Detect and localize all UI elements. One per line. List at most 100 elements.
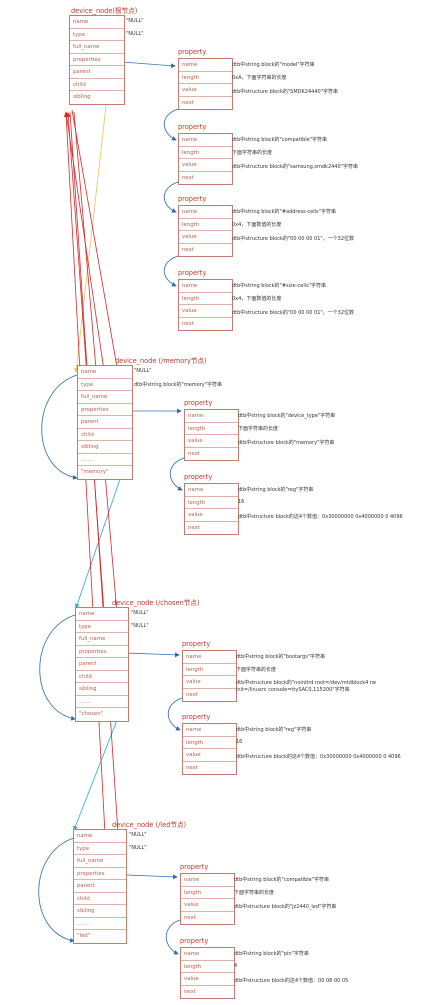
root-field: type — [70, 29, 124, 41]
child-arrow — [74, 96, 108, 373]
property-value-text: dtb中structure block的这4个数值：00 08 00 05 — [234, 977, 349, 984]
property-value-text: dtb中structure block的"jz2440_led"字符串 — [234, 903, 337, 910]
property-value-text: dtb中string block的"pin"字符串 — [234, 951, 309, 957]
memory-node-title: device_node (/memory节点) — [115, 357, 207, 365]
property-title: property — [178, 48, 207, 56]
property-value-text: dtb中string block的"model"字符串 — [232, 62, 315, 68]
property-value-text: dtb中structure block的"SMDK24440"字符串 — [232, 88, 338, 95]
led-field: sibling — [74, 905, 126, 918]
root-field: properties — [70, 54, 124, 66]
property-value-text: 16 — [238, 499, 245, 506]
led-type-value: "NULL" — [129, 845, 147, 851]
property-field: next — [188, 450, 200, 457]
root-field: parent — [70, 66, 124, 79]
property-value-text: dtb中structure block的"00 00 00 01"，一个32位数 — [232, 235, 355, 242]
root-field: sibling — [73, 94, 91, 100]
memory-type-value: dtb中string block的"memory"字符串 — [134, 382, 223, 388]
chosen-field: full_name — [76, 633, 128, 646]
next-arrows — [163, 108, 185, 955]
led-field: full_name — [74, 855, 126, 868]
property-title: property — [178, 269, 207, 277]
property-field: value — [181, 973, 234, 986]
property-value-text: 0xA，下面字符串的长度 — [232, 75, 287, 82]
property-field: value — [185, 509, 238, 522]
chosen-type-value: "NULL" — [131, 623, 149, 629]
property-value-text: 下面字符串的长度 — [238, 426, 279, 433]
property-title: property — [180, 863, 209, 871]
property-title: property — [178, 123, 207, 131]
chosen-field: "chosen" — [79, 711, 104, 717]
property-value-text: dtb中structure block的这4个数值：0x30000000 0x4… — [236, 753, 401, 760]
parent-arrows — [63, 109, 129, 894]
root-field: full_name — [70, 41, 124, 54]
property-field: next — [184, 914, 196, 921]
memory-field: child — [78, 429, 132, 441]
memory-field: parent — [78, 416, 132, 429]
property-value-text: 4 — [234, 963, 238, 970]
property-value-text: dtb中structure block的"samsung,smdk2440"字符… — [232, 163, 358, 170]
chosen-name-value: "NULL" — [131, 610, 149, 616]
property-value-text: dtb中structure block的"noinitrd root=/dev/… — [236, 679, 377, 693]
property-field: name — [185, 484, 238, 497]
property-title: property — [184, 399, 213, 407]
chosen-field: parent — [76, 658, 128, 671]
property-value-text: dtb中string block的"compatible"字符串 — [234, 877, 330, 883]
property-field: value — [179, 159, 232, 172]
property-value-text: 下面字符串的长度 — [232, 150, 273, 157]
property-field: name — [179, 280, 232, 293]
property-value-text: dtb中structure block的"00 00 00 01"，一个32位数 — [232, 309, 355, 316]
property-value-text: 下面字符串的长度 — [234, 890, 275, 897]
property-field: next — [182, 174, 194, 181]
memory-name-value: "NULL" — [134, 368, 152, 374]
led-name-value: "NULL" — [129, 832, 147, 838]
property-field: next — [186, 764, 198, 771]
property-field: length — [185, 423, 238, 435]
property-value-text: dtb中string block的"#address-cells"字符串 — [232, 209, 336, 215]
property-title: property — [178, 195, 207, 203]
property-field: name — [183, 651, 236, 664]
property-field: next — [188, 524, 200, 531]
property-value-text: dtb中string block的"reg"字符串 — [238, 487, 314, 493]
led-field: parent — [74, 880, 126, 893]
property-field: next — [184, 988, 196, 995]
property-field: name — [183, 724, 236, 737]
chosen-node-title: device_node (/chosen节点) — [112, 599, 200, 607]
property-field: next — [186, 691, 198, 698]
property-field: length — [181, 961, 234, 973]
properties-arrows — [121, 61, 182, 880]
property-field: next — [182, 99, 194, 106]
memory-field: properties — [78, 404, 132, 416]
memory-field: full_name — [78, 391, 132, 404]
property-field: value — [179, 305, 232, 318]
chosen-field: child — [76, 671, 128, 683]
property-field: length — [179, 72, 232, 84]
property-field: name — [185, 410, 238, 423]
memory-field: "memory" — [81, 469, 109, 475]
led-node-title: device_node (/led节点) — [112, 821, 187, 829]
root-type-value: "NULL" — [126, 31, 144, 37]
property-title: property — [180, 937, 209, 945]
led-field: child — [74, 893, 126, 905]
property-field: name — [179, 134, 232, 147]
chosen-field: properties — [76, 646, 128, 658]
property-value-text: dtb中string block的"#size-cells"字符串 — [232, 283, 327, 289]
property-value-text: 16 — [236, 739, 243, 746]
memory-field: type — [78, 379, 132, 391]
property-field: value — [185, 435, 238, 448]
property-field: name — [179, 206, 232, 219]
property-field: length — [179, 147, 232, 159]
property-field: length — [183, 664, 236, 676]
root-field: child — [70, 79, 124, 91]
property-field: length — [185, 497, 238, 509]
property-field: length — [183, 737, 236, 749]
property-value-text: dtb中string block的"compatible"字符串 — [232, 137, 328, 143]
memory-field: ....... — [78, 454, 132, 466]
property-value-text: dtb中string block的"bootargs"字符串 — [236, 654, 326, 660]
property-field: value — [183, 749, 236, 762]
